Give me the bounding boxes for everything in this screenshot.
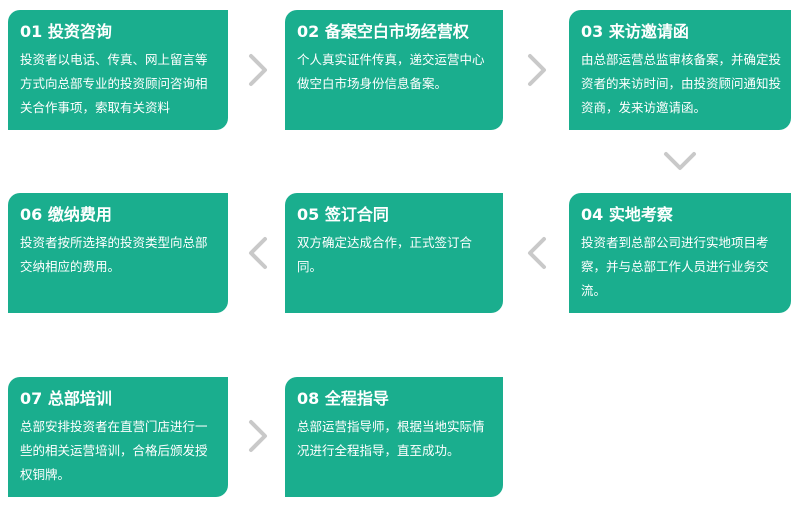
step-card-02: 02 备案空白市场经营权 个人真实证件传真，递交运营中心做空白市场身份信息备案。 xyxy=(285,10,503,130)
step-title: 05 签订合同 xyxy=(297,205,389,224)
step-card-03: 03 来访邀请函 由总部运营总监审核备案，并确定投资者的来访时间，由投资顾问通知… xyxy=(569,10,791,130)
step-description: 双方确定达成合作，正式签订合同。 xyxy=(297,235,473,274)
step-title: 03 来访邀请函 xyxy=(581,22,689,41)
step-description: 投资者到总部公司进行实地项目考察，并与总部工作人员进行业务交流。 xyxy=(581,235,769,298)
step-description: 由总部运营总监审核备案，并确定投资者的来访时间，由投资顾问通知投资商，发来访邀请… xyxy=(581,52,782,115)
step-card-04: 04 实地考察 投资者到总部公司进行实地项目考察，并与总部工作人员进行业务交流。 xyxy=(569,193,791,313)
step-description: 总部运营指导师，根据当地实际情况进行全程指导，直至成功。 xyxy=(297,419,485,458)
step-description: 个人真实证件传真，递交运营中心做空白市场身份信息备案。 xyxy=(297,52,485,91)
step-card-01: 01 投资咨询 投资者以电话、传真、网上留言等方式向总部专业的投资顾问咨询相关合… xyxy=(8,10,228,130)
step-title: 02 备案空白市场经营权 xyxy=(297,22,469,41)
step-description: 投资者按所选择的投资类型向总部交纳相应的费用。 xyxy=(20,235,208,274)
chevron-left-icon xyxy=(519,235,555,271)
chevron-down-icon xyxy=(662,143,698,179)
step-card-05: 05 签订合同 双方确定达成合作，正式签订合同。 xyxy=(285,193,503,313)
step-title: 08 全程指导 xyxy=(297,389,389,408)
step-title: 07 总部培训 xyxy=(20,389,112,408)
step-card-07: 07 总部培训 总部安排投资者在直营门店进行一些的相关运营培训，合格后颁发授权铜… xyxy=(8,377,228,497)
chevron-right-icon xyxy=(240,418,276,454)
chevron-right-icon xyxy=(519,52,555,88)
step-card-08: 08 全程指导 总部运营指导师，根据当地实际情况进行全程指导，直至成功。 xyxy=(285,377,503,497)
step-card-06: 06 缴纳费用 投资者按所选择的投资类型向总部交纳相应的费用。 xyxy=(8,193,228,313)
step-description: 总部安排投资者在直营门店进行一些的相关运营培训，合格后颁发授权铜牌。 xyxy=(20,419,208,482)
chevron-left-icon xyxy=(240,235,276,271)
step-title: 04 实地考察 xyxy=(581,205,673,224)
step-description: 投资者以电话、传真、网上留言等方式向总部专业的投资顾问咨询相关合作事项，索取有关… xyxy=(20,52,208,115)
step-title: 01 投资咨询 xyxy=(20,22,112,41)
step-title: 06 缴纳费用 xyxy=(20,205,112,224)
chevron-right-icon xyxy=(240,52,276,88)
